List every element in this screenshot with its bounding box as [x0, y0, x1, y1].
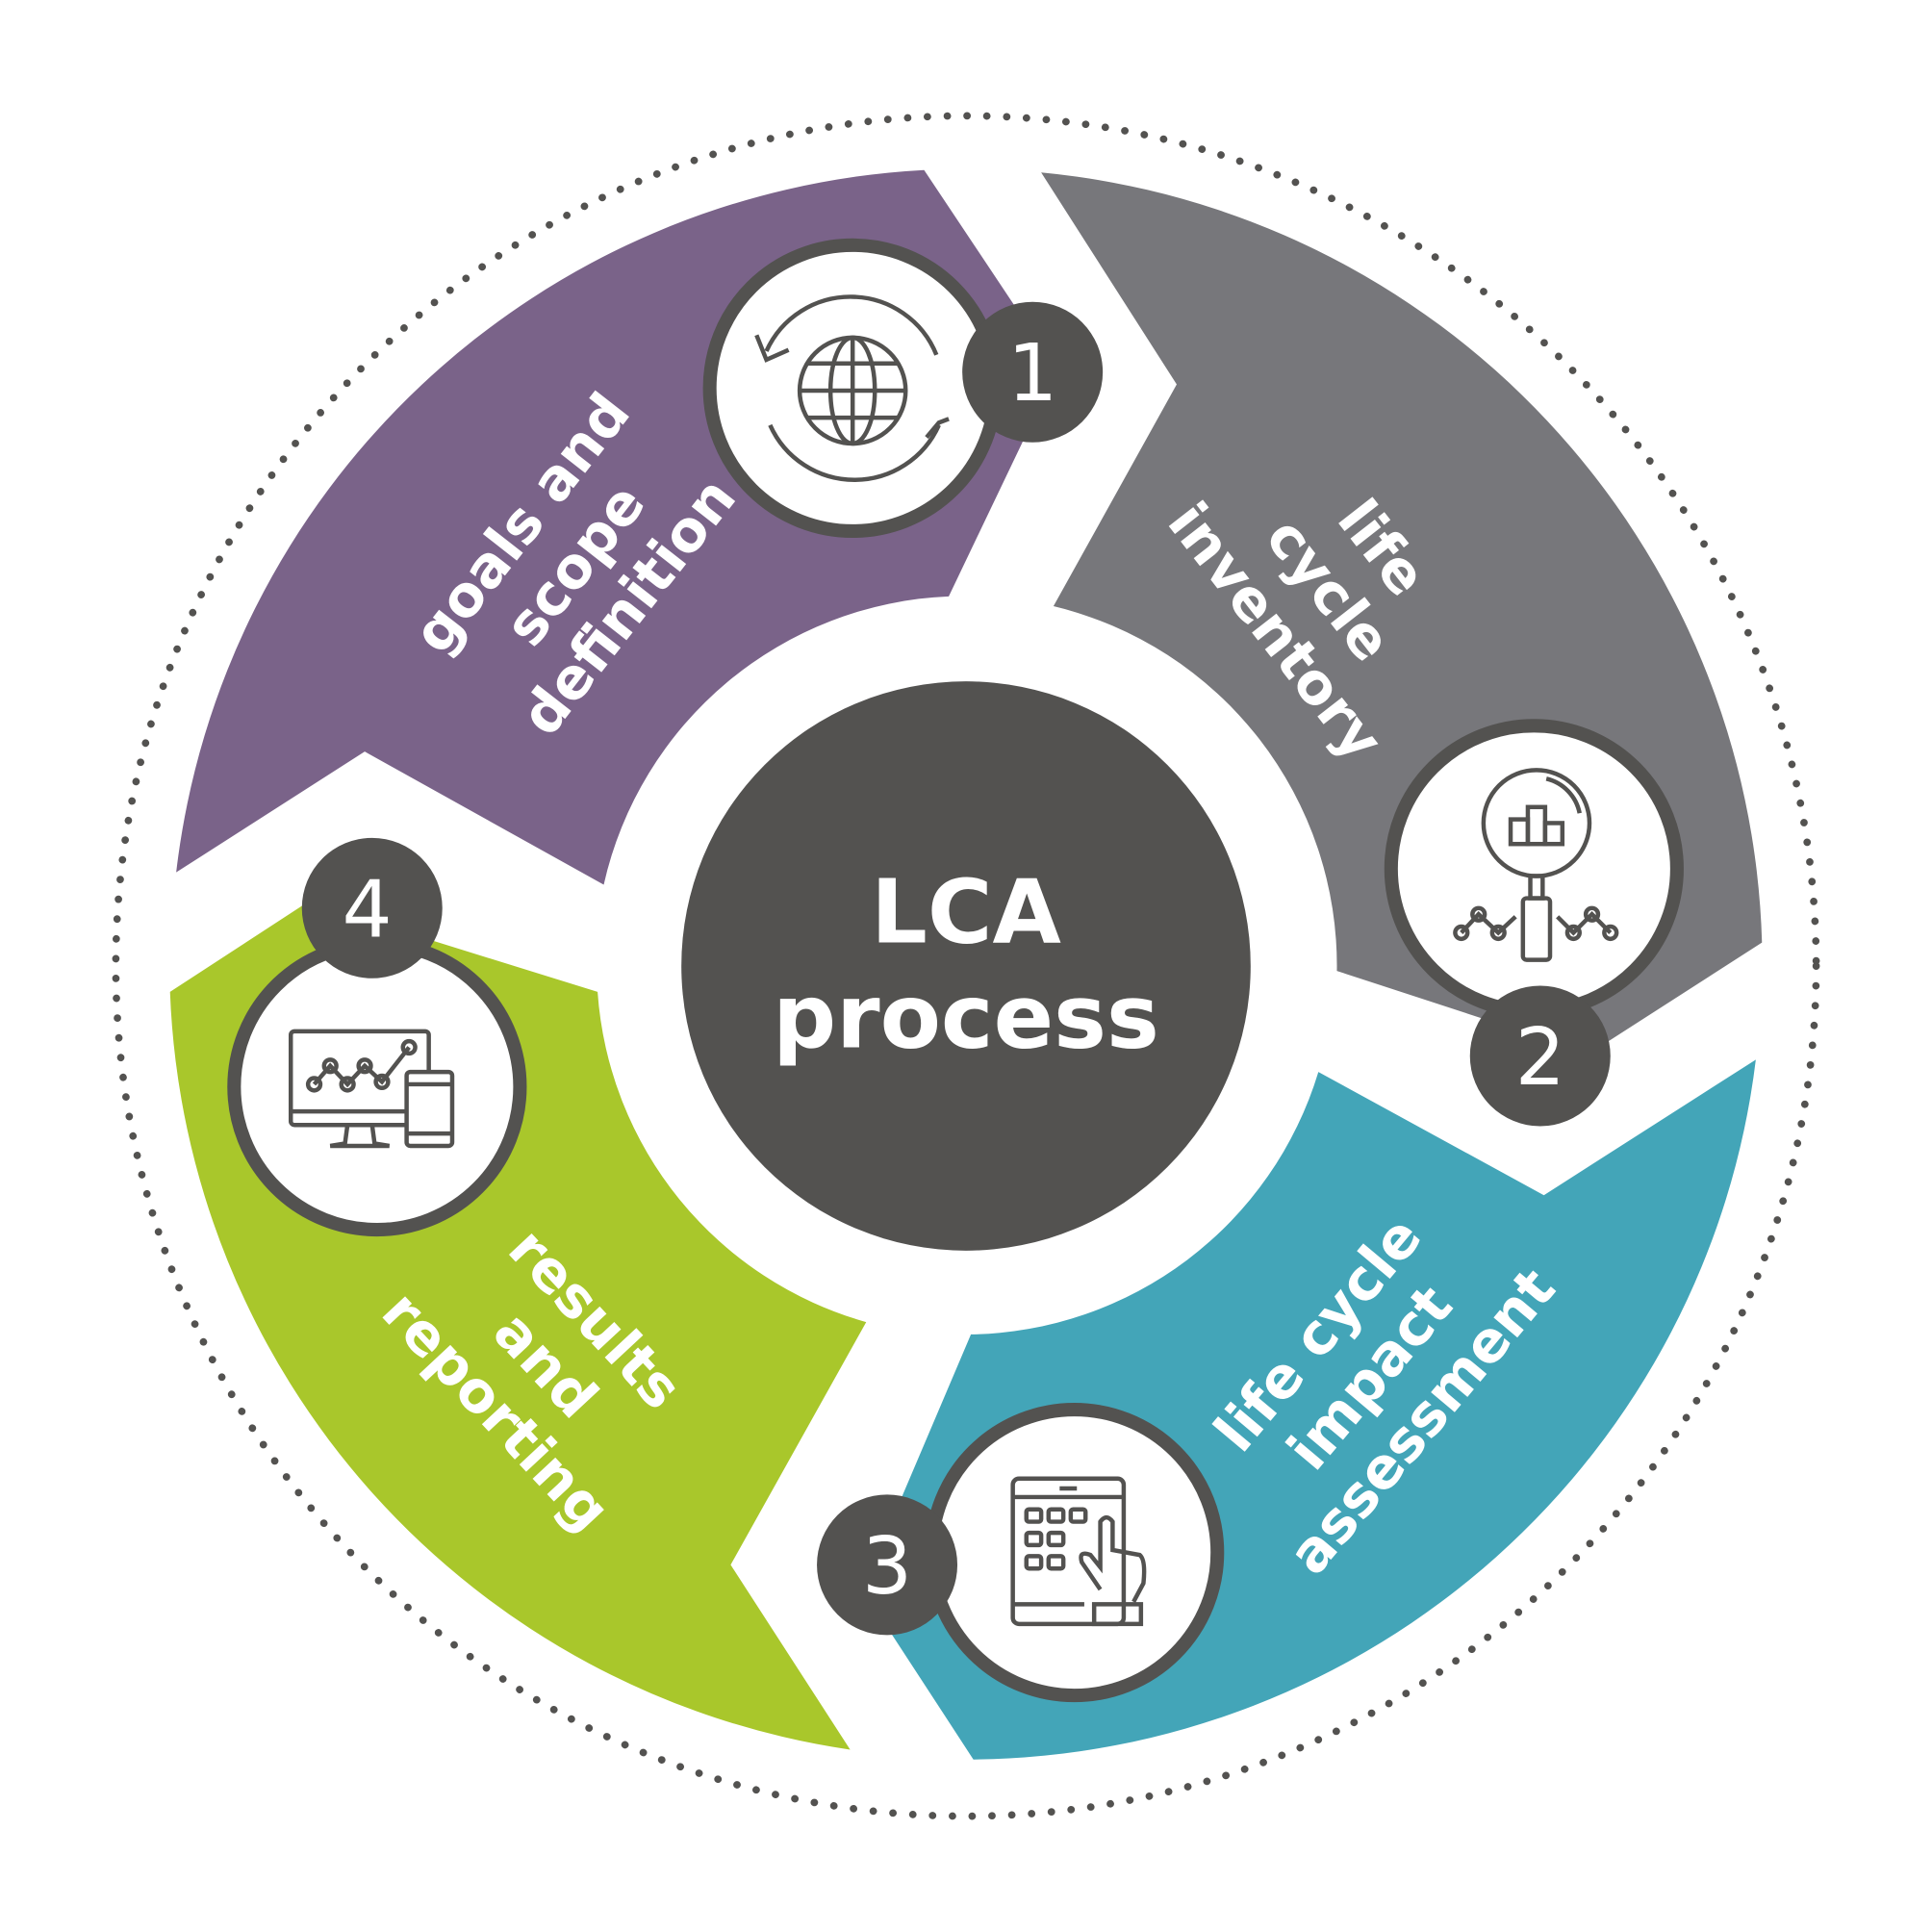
step3-badge: 3	[817, 1494, 958, 1636]
center-circle	[681, 681, 1251, 1251]
step2-badge: 2	[1469, 985, 1611, 1127]
step4-badge: 4	[301, 837, 443, 979]
monitor-devices-icon	[288, 1029, 455, 1149]
step1-number: 1	[1007, 328, 1057, 419]
step4-number: 4	[343, 864, 393, 955]
step1-icon-circle	[702, 238, 1003, 538]
center-title-line2: process	[773, 965, 1159, 1069]
center-title-line1: LCA	[871, 860, 1061, 964]
magnifier-chart-icon	[1453, 768, 1619, 962]
step2-icon-circle	[1384, 719, 1684, 1019]
outer-dotted-ring	[112, 112, 1820, 1820]
globe-refresh-icon	[754, 294, 950, 482]
step1-badge: 1	[962, 301, 1104, 443]
tablet-touch-icon	[1010, 1476, 1147, 1627]
step2-number: 2	[1515, 1012, 1565, 1104]
step4-icon-circle	[227, 936, 527, 1237]
step3-number: 3	[862, 1521, 912, 1613]
step3-icon-circle	[925, 1402, 1225, 1703]
